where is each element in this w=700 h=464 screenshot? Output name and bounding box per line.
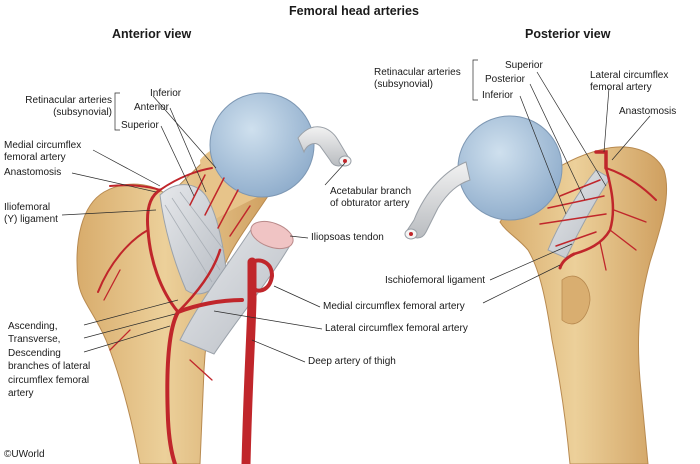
anterior-superior-label: Superior: [121, 120, 159, 131]
copyright-label: ©UWorld: [4, 449, 45, 460]
acetabular-tube: [297, 126, 352, 167]
anterior-anastomosis-label: Anastomosis: [4, 167, 62, 178]
anterior-anterior-label: Anterior: [134, 102, 170, 113]
ischiofemoral-ligament-label: Ischiofemoral ligament: [385, 275, 486, 286]
figure-title: Femoral head arteries: [289, 4, 419, 18]
leader-lines: [61, 59, 651, 363]
anterior-retinacular-label: Retinacular arteries (subsynovial): [25, 95, 112, 118]
posterior-posterior-label: Posterior: [485, 74, 526, 85]
posterior-retinacular-label: Retinacular arteries (subsynovial): [374, 67, 461, 90]
acetabular-branch-label: Acetabular branch of obturator artery: [330, 186, 412, 209]
anterior-view-heading: Anterior view: [112, 27, 192, 41]
deep-artery-label: Deep artery of thigh: [308, 356, 396, 367]
iliofemoral-ligament-label: Iliofemoral (Y) ligament: [4, 202, 58, 225]
posterior-acetabular-tube: [404, 161, 471, 240]
lateral-branches-label: Ascending, Transverse, Descending branch…: [8, 321, 91, 400]
medial-circumflex-label: Medial circumflex femoral artery: [4, 140, 82, 163]
medial-circumflex-full-label: Medial circumflex femoral artery: [323, 301, 465, 312]
anterior-arteries: [97, 167, 275, 464]
posterior-superior-label: Superior: [505, 60, 543, 71]
iliopsoas-tendon: [179, 220, 294, 355]
posterior-femoral-head: [457, 115, 563, 221]
iliopsoas-tendon-label: Iliopsoas tendon: [311, 232, 384, 243]
posterior-arteries: [539, 150, 657, 271]
anterior-inferior-label: Inferior: [150, 88, 182, 99]
anterior-femoral-head: [209, 92, 315, 198]
posterior-anastomosis-label: Anastomosis: [619, 106, 677, 117]
posterior-inferior-label: Inferior: [482, 90, 514, 101]
posterior-femur: [499, 146, 668, 464]
lateral-circumflex-full-label: Lateral circumflex femoral artery: [325, 323, 468, 334]
posterior-lateral-circumflex-label: Lateral circumflex femoral artery: [590, 70, 669, 93]
posterior-view-heading: Posterior view: [525, 27, 611, 41]
